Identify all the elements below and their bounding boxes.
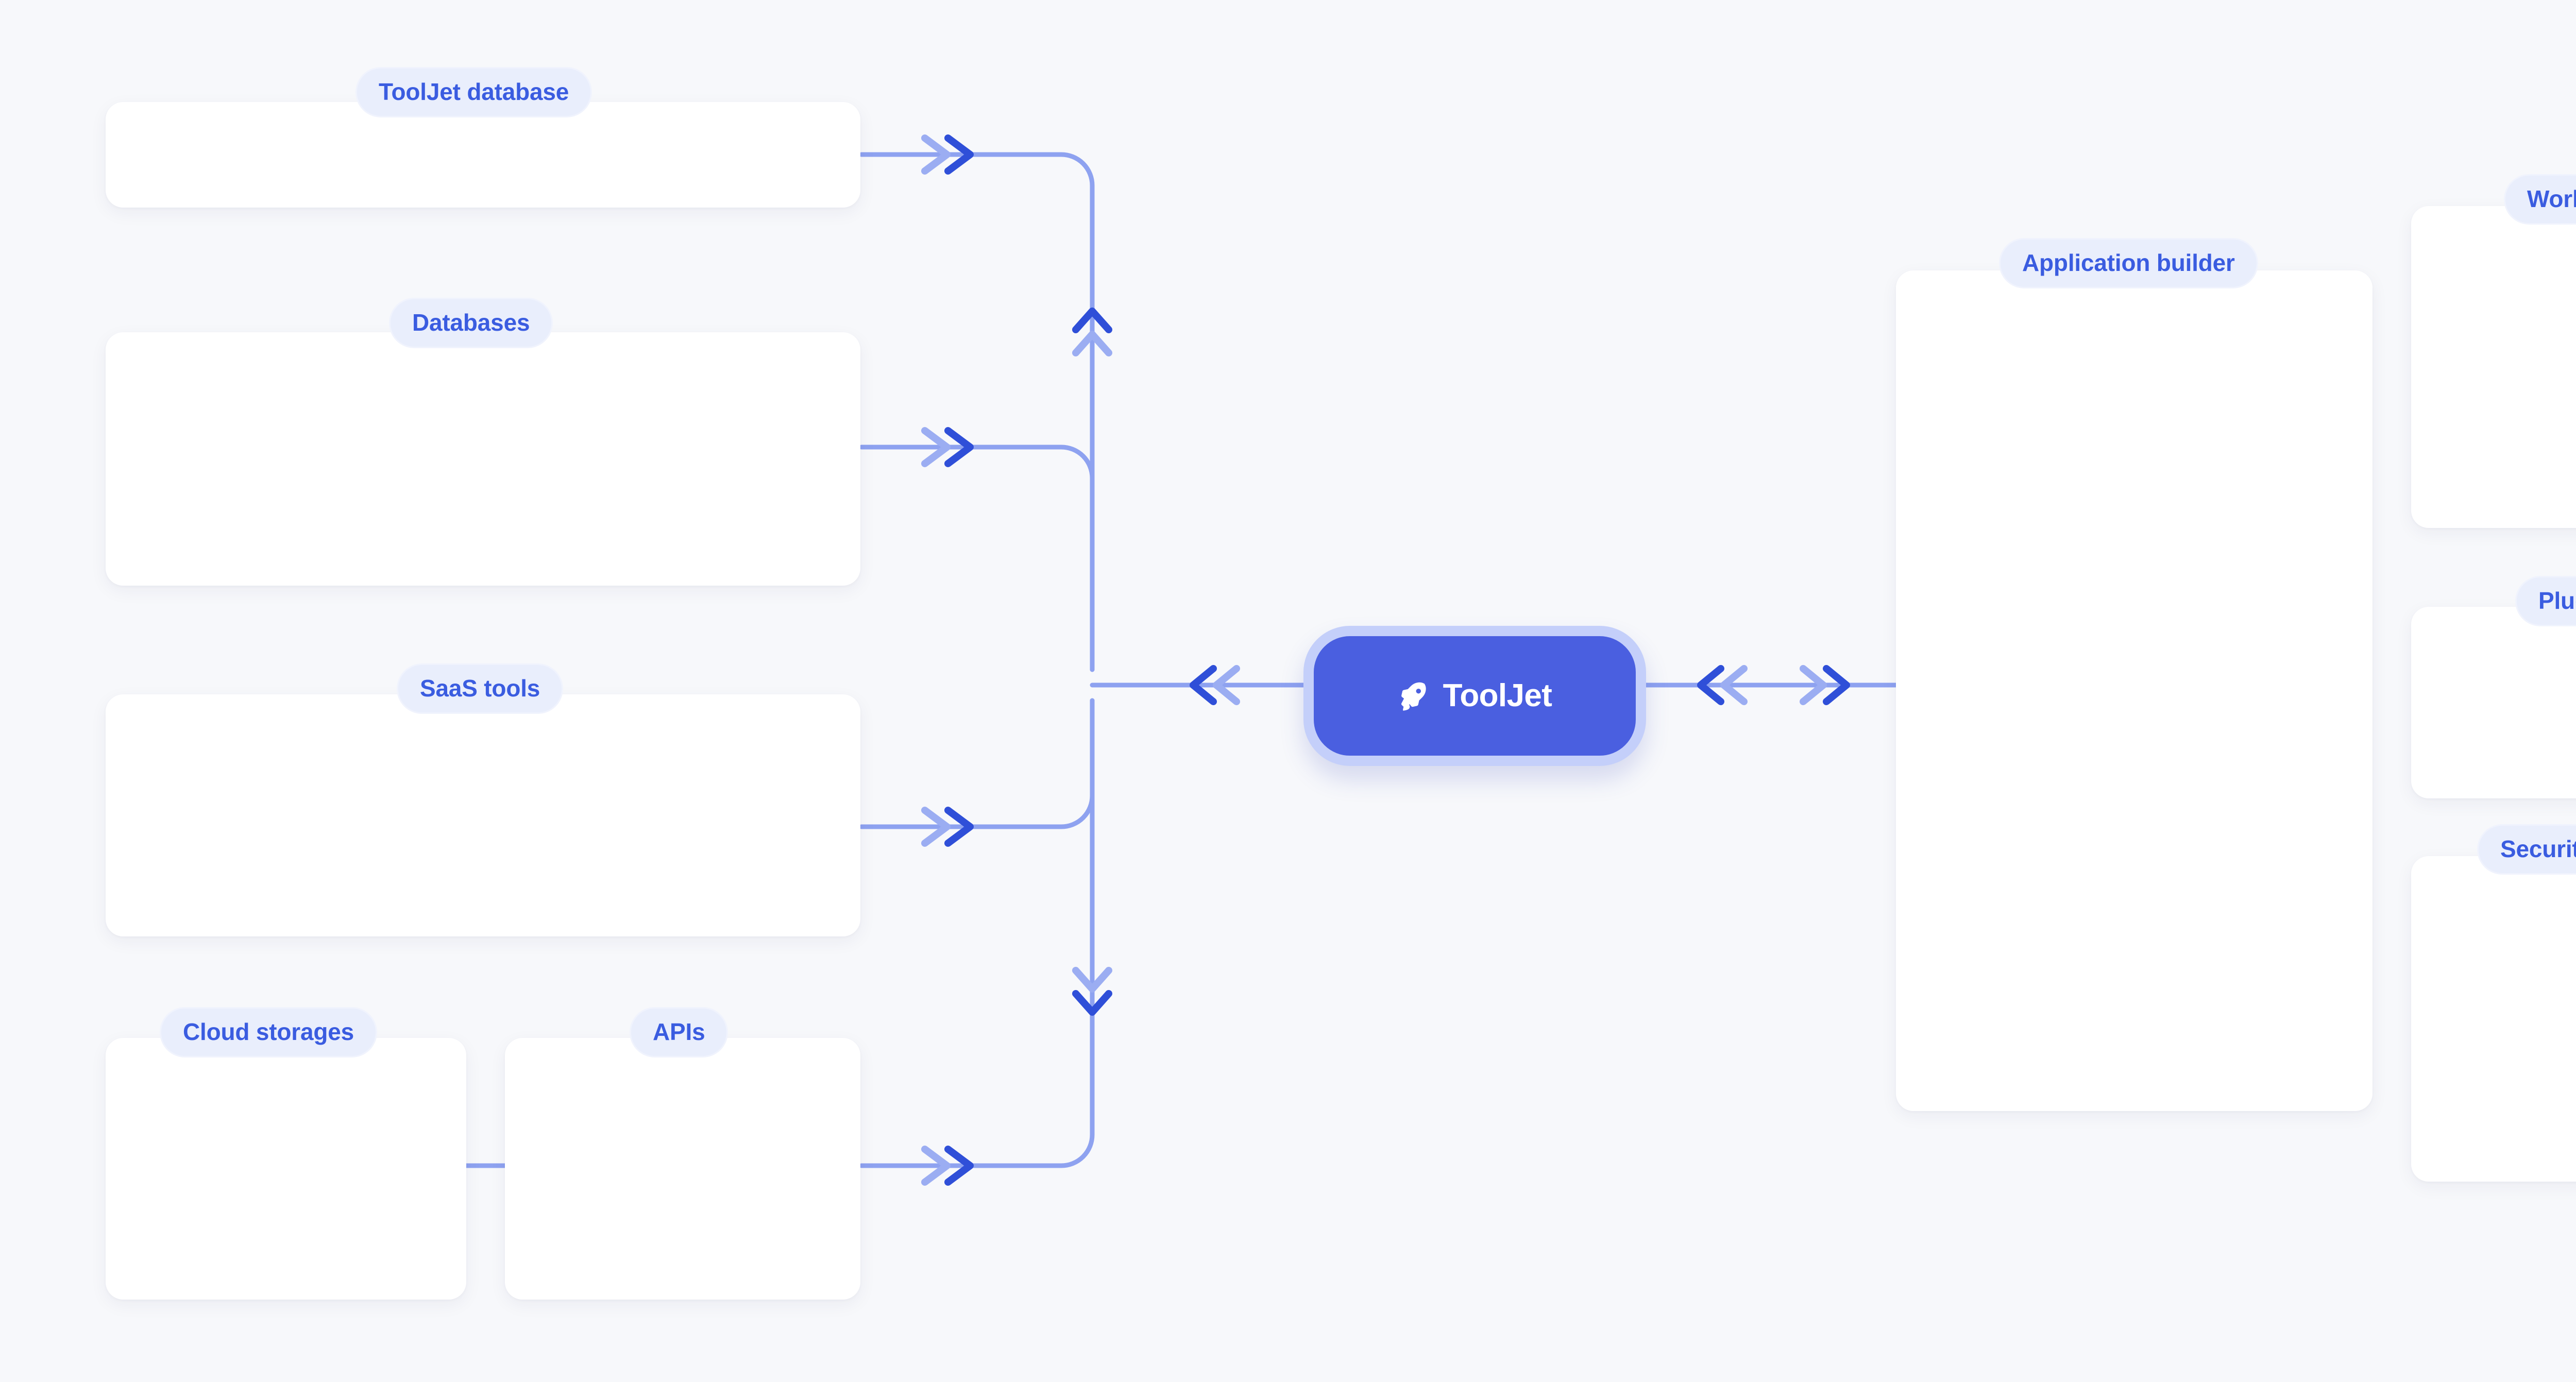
arrow-marker bbox=[1800, 665, 1850, 705]
arrow-marker bbox=[1072, 967, 1112, 1016]
card-cloud-storages[interactable] bbox=[106, 1038, 466, 1300]
pill-application-builder: Application builder bbox=[1999, 238, 2258, 288]
pill-databases: Databases bbox=[389, 298, 553, 348]
pill-cloud-storages: Cloud storages bbox=[160, 1007, 378, 1057]
arrow-marker bbox=[921, 1146, 974, 1186]
arrow-marker bbox=[1190, 665, 1240, 705]
card-saas-tools[interactable] bbox=[106, 694, 860, 936]
arrow-marker bbox=[1072, 308, 1112, 356]
hub-tooljet[interactable]: ToolJet bbox=[1303, 626, 1646, 766]
card-workflow-automation[interactable] bbox=[2411, 206, 2576, 528]
card-tooljet-database[interactable] bbox=[106, 102, 860, 208]
pill-tooljet-database: ToolJet database bbox=[355, 67, 592, 117]
arrow-marker bbox=[921, 134, 974, 175]
card-databases[interactable] bbox=[106, 332, 860, 586]
arrow-marker bbox=[1697, 665, 1748, 705]
pill-workflow-automation: Workflow automation bbox=[2504, 174, 2576, 225]
rocket-icon bbox=[1398, 680, 1430, 712]
pill-apis: APIs bbox=[630, 1007, 728, 1057]
card-apis[interactable] bbox=[505, 1038, 860, 1300]
hub-label: ToolJet bbox=[1443, 678, 1552, 713]
arrow-marker bbox=[921, 427, 974, 467]
arrow-marker bbox=[921, 807, 974, 847]
pill-saas-tools: SaaS tools bbox=[397, 663, 564, 714]
card-application-builder[interactable] bbox=[1896, 270, 2372, 1111]
pill-plugin-marketplace: Plugin marketplace bbox=[2515, 576, 2576, 626]
card-plugin-marketplace[interactable] bbox=[2411, 607, 2576, 798]
pill-security-access-control: Security & access control bbox=[2477, 824, 2576, 875]
card-security-access-control[interactable] bbox=[2411, 856, 2576, 1182]
